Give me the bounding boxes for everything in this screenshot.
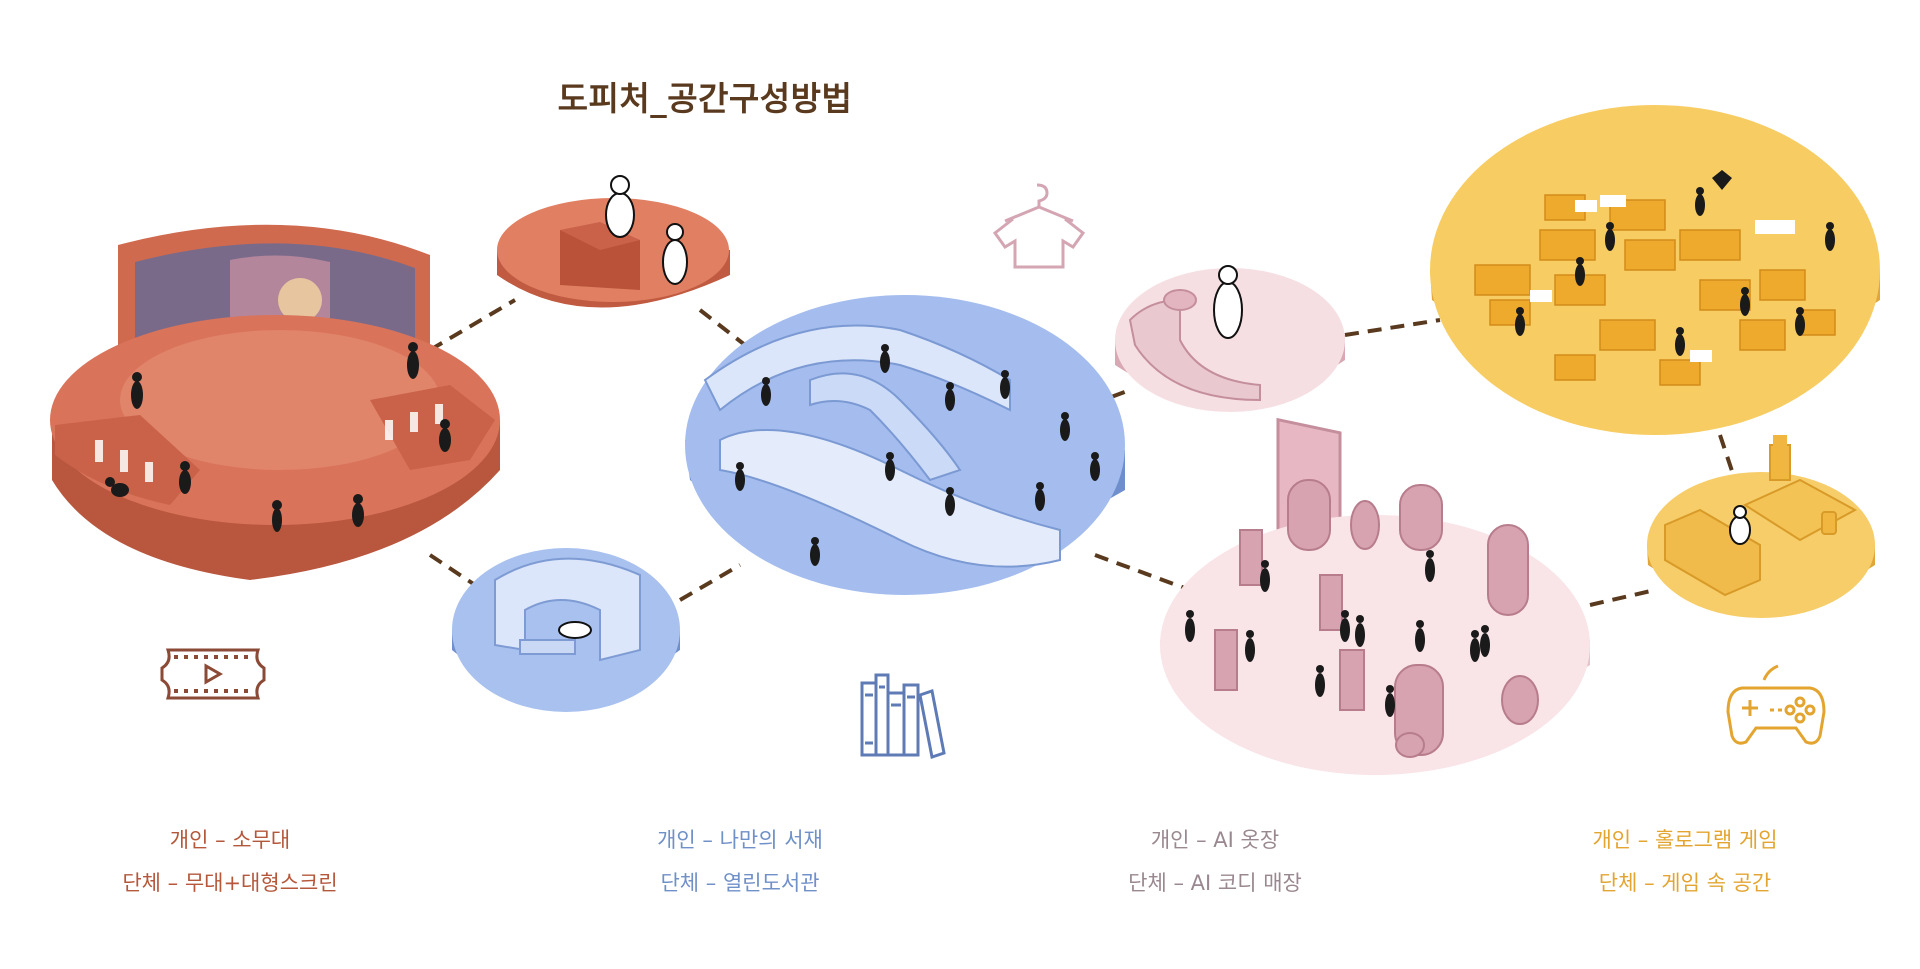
- label-closet-group: 단체 – AI 코디 매장: [1128, 871, 1302, 895]
- books-icon: [860, 673, 946, 759]
- study-shelves: [494, 557, 641, 662]
- theater-people: [105, 342, 451, 532]
- hologram-game-platform: [1647, 435, 1875, 618]
- label-closet-individual: 개인 – AI 옷장: [1150, 828, 1280, 852]
- library-shelf-back: [703, 324, 1011, 412]
- connector-closet-game: [1344, 318, 1441, 337]
- page-title: 도피처_공간구성방법: [557, 79, 853, 118]
- label-game-group: 단체 – 게임 속 공간: [1598, 871, 1772, 895]
- t-shirt-hanger-icon: [992, 183, 1086, 269]
- personal-study-platform: [452, 548, 680, 712]
- game-space-platform: [1430, 105, 1880, 435]
- holo-cup: [1821, 511, 1837, 535]
- theater-stage-platform: [50, 224, 500, 580]
- seating-lines: [95, 404, 443, 482]
- study-person: [558, 621, 592, 639]
- holo-person: [1729, 505, 1751, 545]
- label-theater-individual: 개인 – 소무대: [169, 828, 291, 852]
- game-blocks-white: [1530, 195, 1795, 362]
- connector-store-holo: [1589, 588, 1656, 607]
- store-people: [1185, 550, 1490, 717]
- library-shelf-front: [719, 429, 1061, 568]
- label-library-group: 단체 – 열린도서관: [660, 871, 820, 895]
- closet-stool: [1163, 289, 1197, 311]
- theater-stage-floor: [120, 330, 440, 470]
- game-people: [1515, 187, 1835, 356]
- film-ticket-icon: [160, 648, 266, 700]
- open-library-platform: [685, 295, 1125, 595]
- library-shelf-curve: [809, 372, 962, 482]
- big-screen-highlight: [278, 278, 322, 322]
- small-stage-people: [605, 175, 688, 285]
- label-game-individual: 개인 – 홀로그램 게임: [1592, 828, 1778, 852]
- connector-theater-smallstage: [428, 298, 517, 352]
- holo-tower: [1769, 444, 1791, 481]
- connector-study-library: [678, 563, 742, 602]
- connector-smallstage-library: [698, 308, 747, 347]
- label-library-individual: 개인 – 나만의 서재: [657, 828, 823, 852]
- store-fixtures: [1214, 479, 1539, 758]
- game-kite: [1712, 170, 1732, 190]
- gamepad-icon: [1726, 664, 1826, 745]
- study-desk: [519, 639, 576, 655]
- ai-codi-store-platform: [1160, 479, 1590, 775]
- ai-closet-platform: [1115, 265, 1345, 590]
- connector-library-store: [1094, 553, 1191, 592]
- library-people: [735, 344, 1100, 566]
- theater-seating-right: [370, 385, 495, 470]
- label-theater-group: 단체 – 무대+대형스크린: [122, 871, 338, 895]
- small-stage-platform: [497, 175, 730, 308]
- holo-tower-top: [1773, 435, 1787, 447]
- closet-person: [1213, 265, 1243, 339]
- small-stage-steps: [560, 222, 640, 250]
